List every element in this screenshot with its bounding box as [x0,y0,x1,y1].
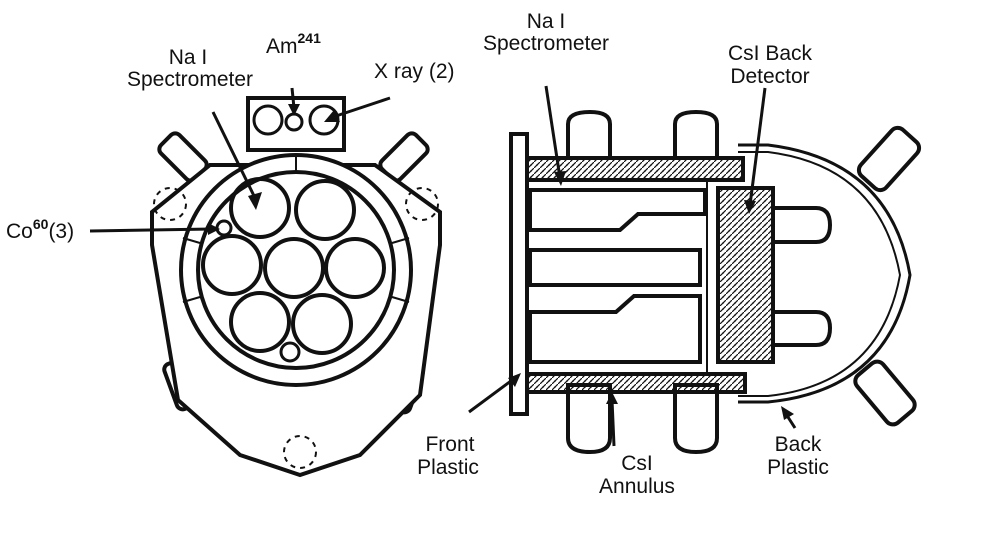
label-back-plastic-1: Back [775,433,822,456]
label-csi-annulus-2: Annulus [599,475,675,498]
csi-annulus-bottom [525,372,747,394]
label-csi-back-2: Detector [730,65,809,88]
csi-back-detector [716,186,775,364]
label-xray: X ray (2) [374,60,455,83]
nai-crystal-array [201,177,386,355]
bottom-source-hole [279,341,301,363]
label-am: Am241 [266,30,321,58]
front-plastic-plate [509,132,529,416]
label-am-sup: 241 [298,30,322,46]
annulus-pmts [566,109,719,455]
label-nai-right-1: Na I [527,10,566,33]
label-am-base: Am [266,35,298,58]
label-nai-left-2: Spectrometer [127,68,253,91]
label-co-rest: (3) [48,220,74,243]
back-plastic-shell [738,143,912,404]
back-plastic-pmts [853,125,922,427]
corner-bolts [153,187,439,469]
label-nai-right-2: Spectrometer [483,32,609,55]
label-back-plastic-2: Plastic [767,456,829,479]
ring-segment-lines [182,155,410,303]
nai-spectrometer-bodies [528,188,707,364]
outer-ring [179,153,413,387]
end-view: Na I Spectrometer Am241 X ray (2) Co60(3… [6,30,455,478]
side-view: Na I Spectrometer CsI Back Detector Fron… [417,10,922,498]
label-co-base: Co [6,220,33,243]
back-detector-pmts [771,206,833,347]
end-view-pointers [89,87,391,235]
side-view-pointers [468,85,797,447]
label-front-plastic-2: Plastic [417,456,479,479]
label-csi-annulus-1: CsI [621,452,653,475]
label-nai-left-1: Na I [169,46,208,69]
label-front-plastic-1: Front [425,433,474,456]
label-co: Co60(3) [6,216,74,243]
label-co-sup: 60 [33,216,49,232]
label-csi-back-1: CsI Back [728,42,813,65]
